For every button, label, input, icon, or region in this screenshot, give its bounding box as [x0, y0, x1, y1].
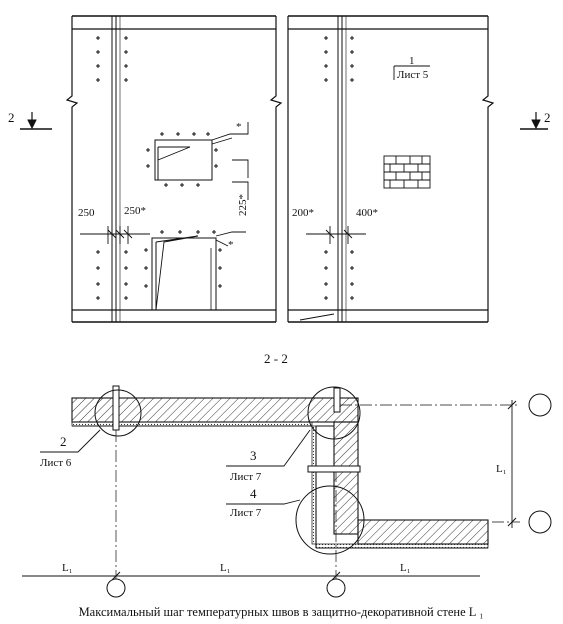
elevation-right-panel	[287, 15, 495, 323]
brick-texture	[383, 155, 431, 189]
dim-lines-right	[306, 226, 366, 244]
window-opening-upper	[146, 132, 218, 187]
l1-label-2: L₁	[220, 562, 231, 574]
anchor-marks-left	[96, 36, 128, 300]
callout-1-sheet: Лист 5	[397, 69, 429, 81]
callout-4-number: 4	[250, 486, 257, 501]
leader-lines-left	[211, 122, 249, 247]
callout-3-number: 3	[250, 448, 257, 463]
callout-1-number: 1	[409, 55, 415, 67]
callout-1-leader	[393, 65, 430, 80]
section-marker-right-label: 2	[544, 110, 551, 125]
star-mark-lower: *	[228, 239, 234, 251]
section-cut-marker-left	[20, 112, 52, 130]
section-plan	[22, 385, 552, 598]
callout-3-sheet: Лист 7	[230, 471, 262, 483]
dim-225-star-label: 225*	[237, 194, 249, 216]
door-opening-lower	[144, 230, 222, 311]
dim-250-star-label: 250*	[124, 205, 146, 217]
l1-label-1: L₁	[62, 562, 73, 574]
callout-4-sheet: Лист 7	[230, 507, 262, 519]
figure-caption: Максимальный шаг температурных швов в за…	[79, 605, 484, 619]
callout-2-sheet: Лист 6	[40, 457, 72, 469]
dim-200-star-label: 200*	[292, 207, 314, 219]
l1-label-vertical: L₁	[496, 463, 507, 475]
section-cut-marker-right	[520, 112, 548, 130]
l1-label-3: L₁	[400, 562, 411, 574]
section-title: 2 - 2	[264, 351, 288, 366]
callout-2-number: 2	[60, 434, 67, 449]
section-marker-left-label: 2	[8, 110, 15, 125]
star-mark-upper: *	[236, 121, 242, 133]
dim-lines-left	[80, 226, 150, 244]
dim-250-label: 250	[78, 207, 95, 219]
anchor-marks-right	[324, 36, 354, 300]
elevation-left-panel	[65, 15, 283, 323]
dim-400-star-label: 400*	[356, 207, 378, 219]
